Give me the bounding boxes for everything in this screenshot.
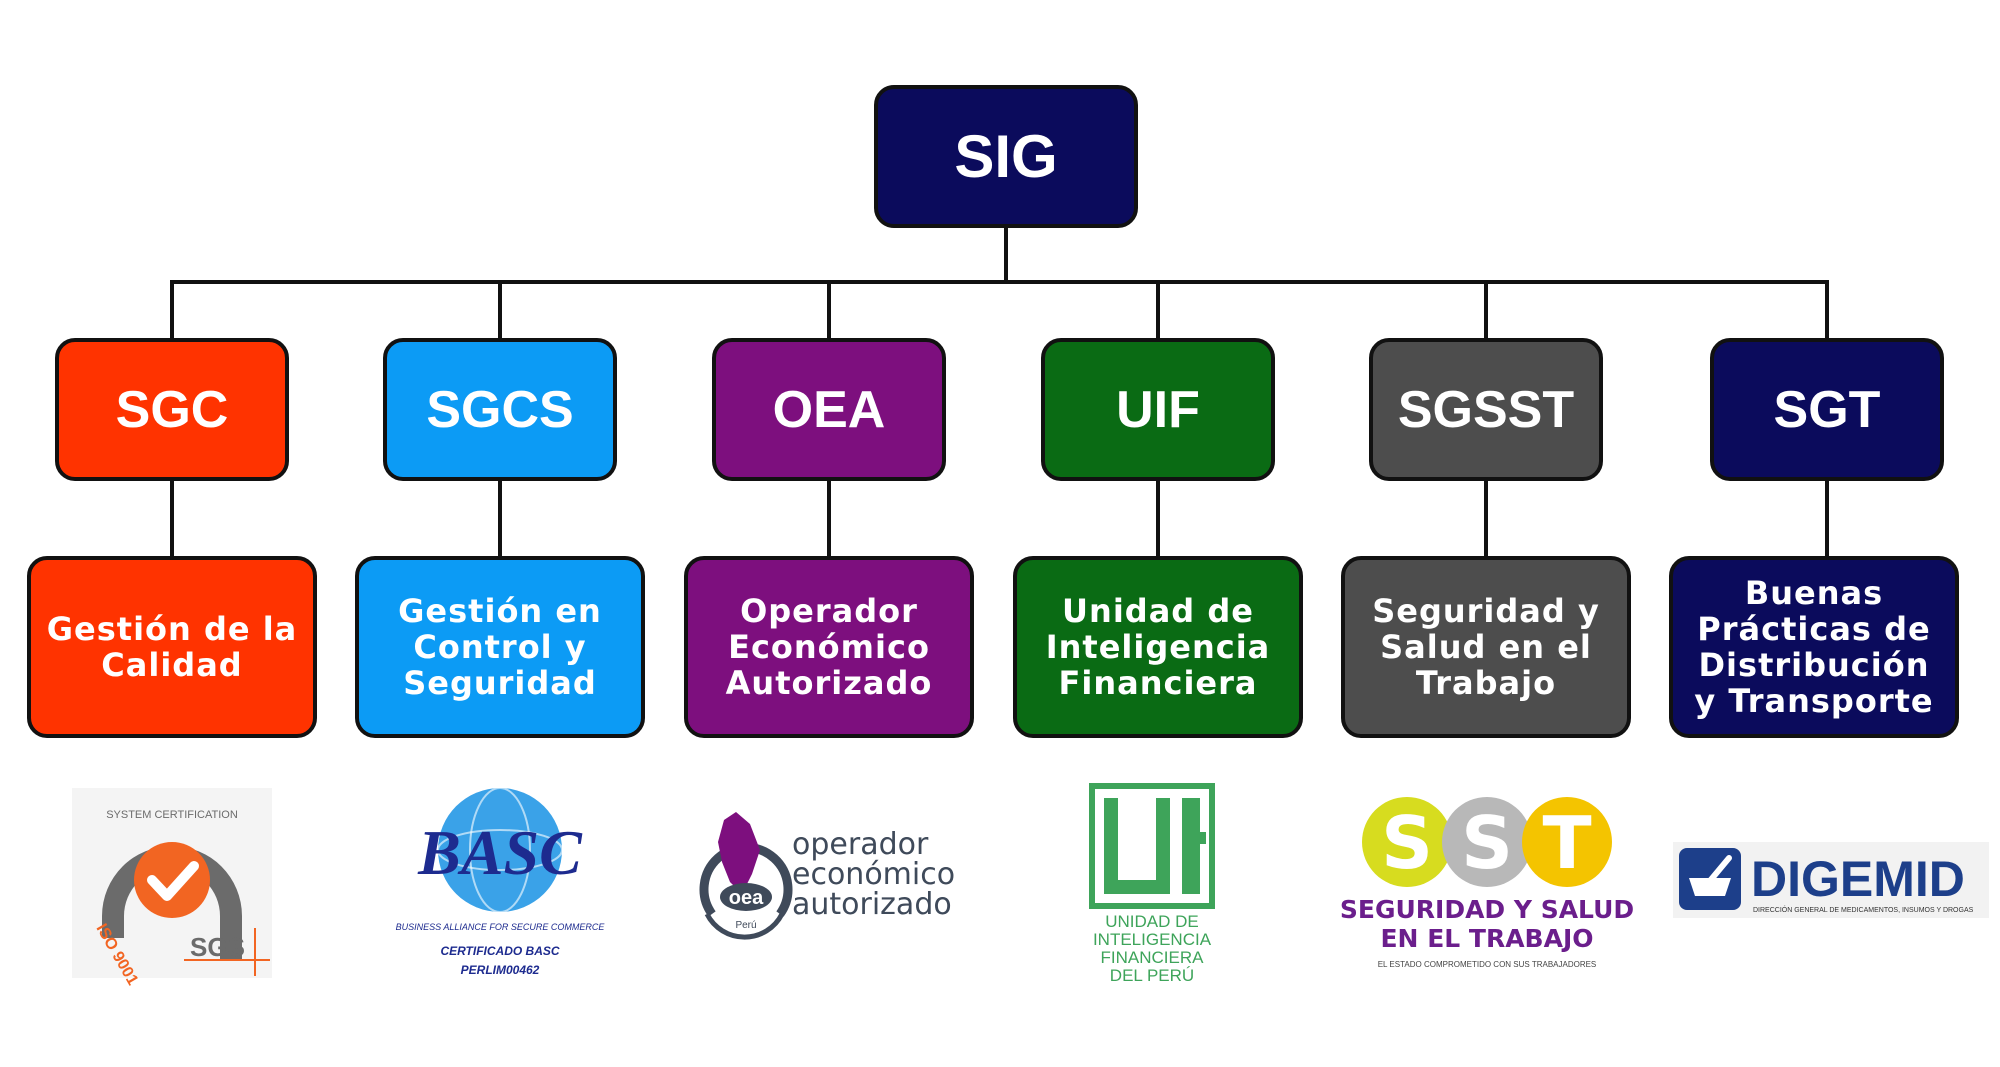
node-sgcs-label: SGCS <box>426 380 574 439</box>
uif-line1: UNIDAD DE <box>1105 912 1199 931</box>
connector-to-sgsst <box>1484 280 1488 338</box>
basc-code-text: PERLIM00462 <box>461 963 540 977</box>
detail-sgc: Gestión de la Calidad <box>27 556 317 738</box>
node-sgsst: SGSST <box>1369 338 1603 481</box>
detail-sgsst-text: Seguridad y Salud en el Trabajo <box>1372 592 1600 702</box>
sst-motto: EL ESTADO COMPROMETIDO CON SUS TRABAJADO… <box>1378 960 1597 969</box>
connector-uif-detail <box>1156 481 1160 556</box>
sst-letter-1: S <box>1381 801 1433 885</box>
connector-to-sgc <box>170 280 174 338</box>
detail-sgcs-text: Gestión en Control y Seguridad <box>398 592 602 702</box>
node-sgc: SGC <box>55 338 289 481</box>
connector-sgcs-detail <box>498 481 502 556</box>
digemid-logo: DIGEMID DIRECCIÓN GENERAL DE MEDICAMENTO… <box>1673 842 1989 918</box>
sst-letter-3: T <box>1542 801 1591 885</box>
digemid-brand-text: DIGEMID <box>1751 851 1965 907</box>
detail-sgc-text: Gestión de la Calidad <box>46 610 298 684</box>
sgs-ring-text: SYSTEM CERTIFICATION <box>106 809 238 821</box>
node-sgsst-label: SGSST <box>1397 380 1575 439</box>
basc-logo: BASC BUSINESS ALLIANCE FOR SECURE COMMER… <box>396 787 605 977</box>
connector-horizontal-bus <box>170 280 1828 284</box>
detail-uif-text: Unidad de Inteligencia Financiera <box>1045 592 1271 702</box>
detail-oea: Operador Económico Autorizado <box>684 556 974 738</box>
oea-line3: autorizado <box>792 887 952 922</box>
detail-oea-text: Operador Económico Autorizado <box>725 592 933 702</box>
root-node-sig: SIG <box>874 85 1138 228</box>
oea-line2: económico <box>792 857 955 892</box>
node-uif: UIF <box>1041 338 1275 481</box>
basc-tagline: BUSINESS ALLIANCE FOR SECURE COMMERCE <box>396 922 606 932</box>
connector-oea-detail <box>827 481 831 556</box>
uif-logo: UNIDAD DE INTELIGENCIA FINANCIERA DEL PE… <box>1089 783 1215 985</box>
node-uif-label: UIF <box>1116 380 1200 439</box>
detail-sgt: Buenas Prácticas de Distribución y Trans… <box>1669 556 1959 738</box>
connector-sgsst-detail <box>1484 481 1488 556</box>
connector-to-uif <box>1156 280 1160 338</box>
node-sgt-label: SGT <box>1773 380 1881 439</box>
oea-mark-text: oea <box>729 887 764 909</box>
connector-root-down <box>1004 228 1008 283</box>
node-sgc-label: SGC <box>115 380 229 439</box>
connector-sgc-detail <box>170 481 174 556</box>
sst-logo: S S T SEGURIDAD Y SALUD EN EL TRABAJO EL… <box>1340 797 1634 969</box>
uif-line4: DEL PERÚ <box>1110 966 1194 985</box>
node-oea: OEA <box>712 338 946 481</box>
node-sgt: SGT <box>1710 338 1944 481</box>
node-oea-label: OEA <box>772 380 886 439</box>
connector-sgt-detail <box>1825 481 1829 556</box>
detail-sgsst: Seguridad y Salud en el Trabajo <box>1341 556 1631 738</box>
basc-brand-text: BASC <box>417 817 583 888</box>
uif-line2: INTELIGENCIA <box>1093 930 1212 949</box>
uif-line3: FINANCIERA <box>1101 948 1205 967</box>
connector-to-sgt <box>1825 280 1829 338</box>
sgs-iso9001-logo: SYSTEM CERTIFICATION ISO 9001 SGS <box>72 788 272 988</box>
oea-line1: operador <box>792 827 929 862</box>
detail-sgcs: Gestión en Control y Seguridad <box>355 556 645 738</box>
connector-to-oea <box>827 280 831 338</box>
oea-logo: oea Perú operador económico autorizado <box>699 812 955 940</box>
sst-line2: EN EL TRABAJO <box>1380 924 1593 953</box>
node-sgcs: SGCS <box>383 338 617 481</box>
sgs-brand-text: SGS <box>190 932 245 962</box>
detail-uif: Unidad de Inteligencia Financiera <box>1013 556 1303 738</box>
digemid-sub-text: DIRECCIÓN GENERAL DE MEDICAMENTOS, INSUM… <box>1753 905 1974 914</box>
detail-sgt-text: Buenas Prácticas de Distribución y Trans… <box>1694 574 1934 720</box>
basc-cert-text: CERTIFICADO BASC <box>440 944 559 958</box>
sst-line1: SEGURIDAD Y SALUD <box>1340 895 1634 924</box>
oea-country-text: Perú <box>735 920 756 931</box>
connector-to-sgcs <box>498 280 502 338</box>
sst-letter-2: S <box>1461 801 1513 885</box>
root-label: SIG <box>954 123 1058 190</box>
